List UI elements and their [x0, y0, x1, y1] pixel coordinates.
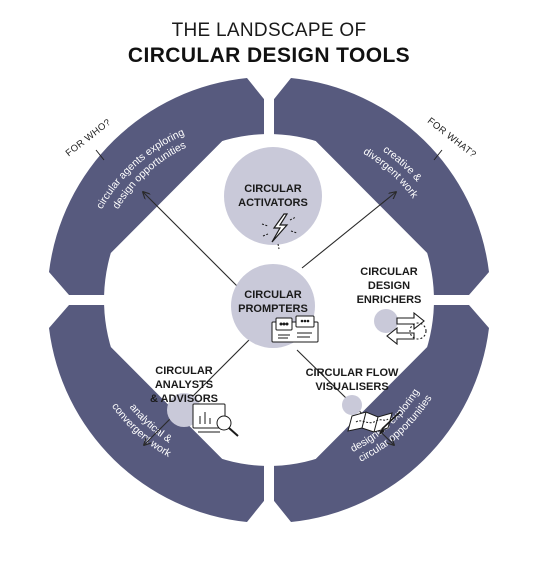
quadrant-arcs [49, 78, 489, 522]
analysts-label-line-3: & ADVISORS [150, 393, 218, 405]
swap-arrows-icon [386, 311, 427, 346]
arc-top-right [274, 78, 489, 295]
prompt-cards-icon [271, 315, 319, 343]
visualisers-label-line-1: CIRCULAR FLOW [306, 367, 399, 379]
magnifier-chart-icon [192, 403, 239, 437]
bubble-enrichers [374, 309, 398, 333]
arc-top-left [49, 78, 264, 295]
map-pen-icon [347, 411, 401, 436]
enrichers-label-line-3: ENRICHERS [357, 294, 422, 306]
arrow-top-right [301, 192, 396, 269]
arc-bottom-left [49, 305, 264, 522]
activators-label-line-1: CIRCULAR [244, 183, 301, 195]
prompters-label-line-1: CIRCULAR [244, 289, 301, 301]
title-line-2: CIRCULAR DESIGN TOOLS [128, 44, 410, 67]
enrichers-label-line-1: CIRCULAR [360, 266, 417, 278]
enrichers-label-line-2: DESIGN [368, 280, 410, 292]
lightning-icon [261, 213, 298, 250]
activators-label-line-2: ACTIVATORS [238, 197, 308, 209]
visualisers-label-line-2: VISUALISERS [315, 381, 388, 393]
bubble-activators [224, 147, 322, 245]
arrow-bottom-left [144, 337, 252, 445]
arrow-top-left [143, 192, 240, 289]
prompters-label-line-2: PROMPTERS [238, 303, 308, 315]
analysts-label-line-2: ANALYSTS [155, 379, 213, 391]
arc-bottom-right [274, 305, 489, 522]
analysts-label-line-1: CIRCULAR [155, 365, 212, 377]
bubble-visualisers [342, 395, 362, 415]
title-line-1: THE LANDSCAPE OF [172, 20, 367, 41]
